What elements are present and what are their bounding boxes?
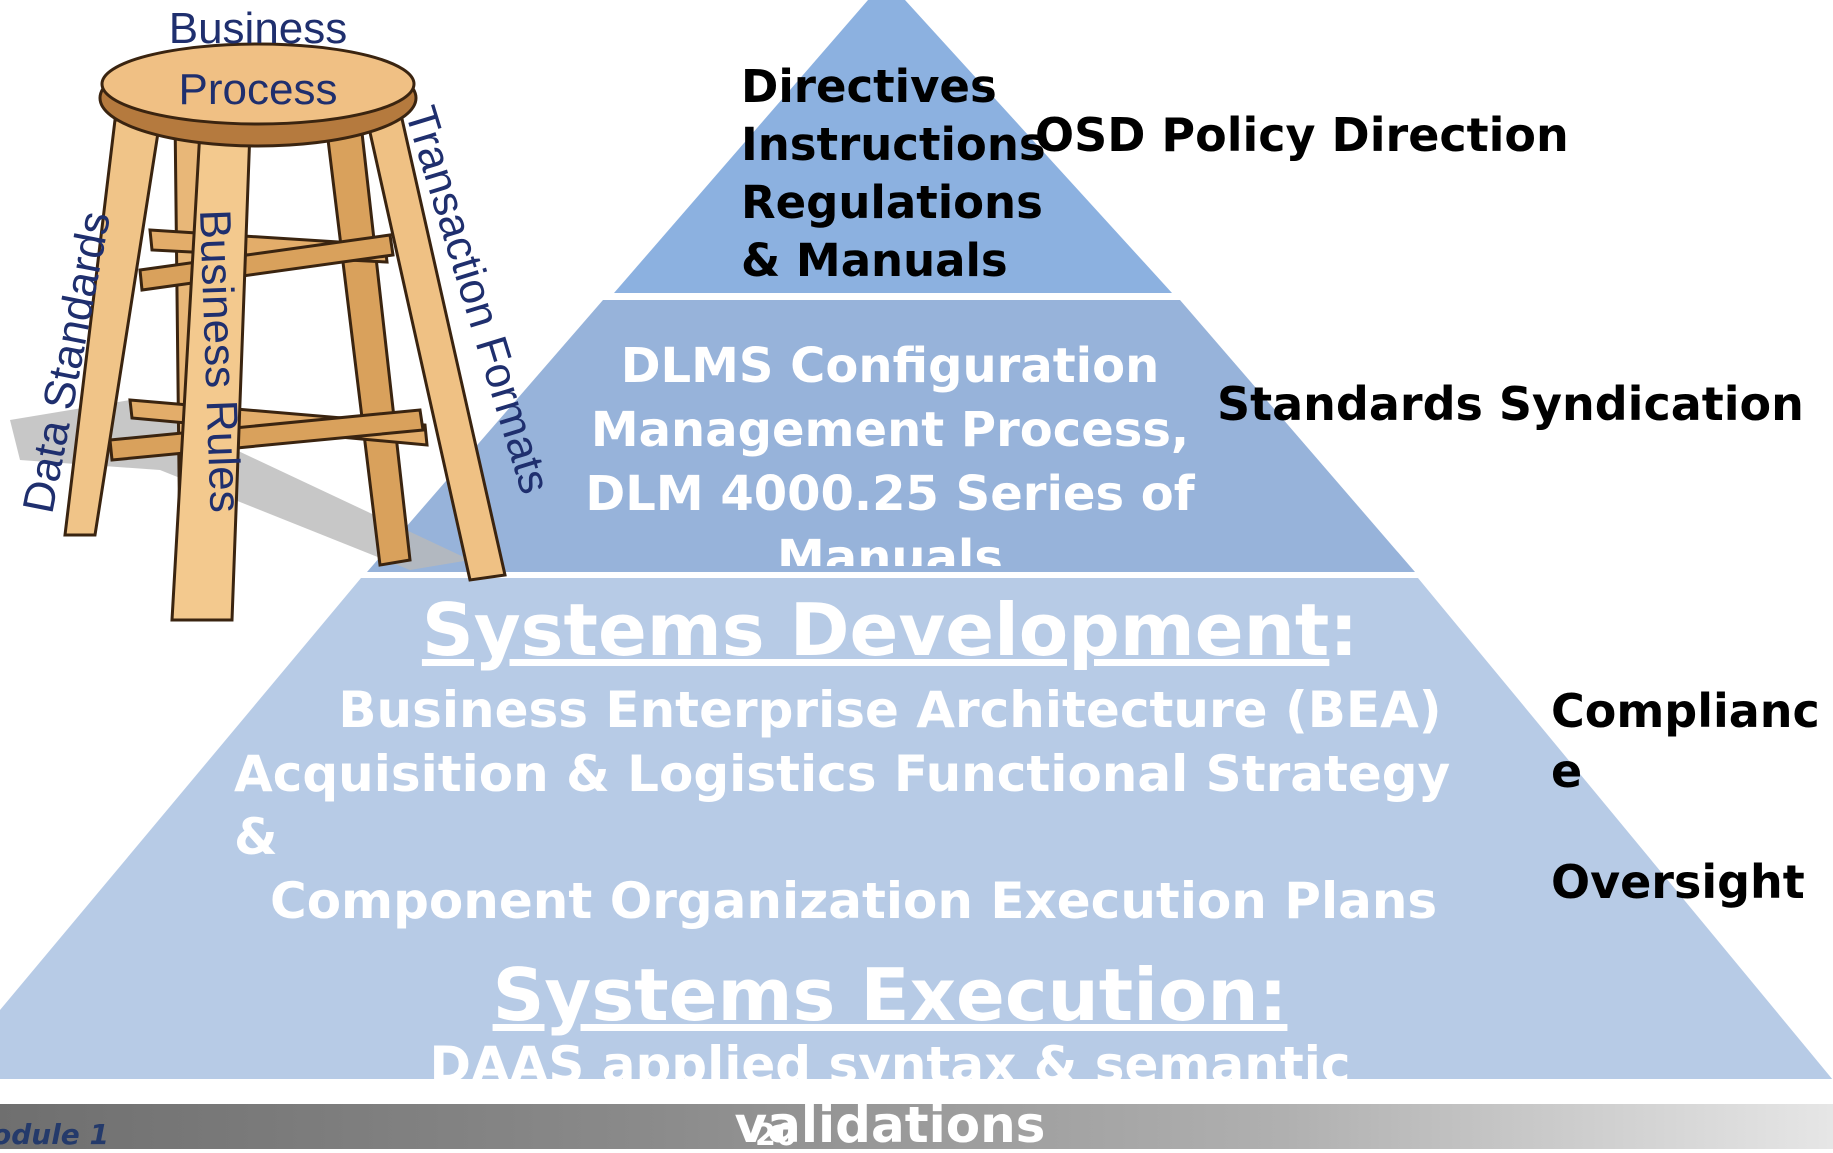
middle-tier-line: DLMS Configuration bbox=[620, 338, 1160, 394]
oversight-label: Oversight bbox=[1551, 855, 1805, 909]
middle-tier-text: DLMS Configuration Management Process, D… bbox=[520, 334, 1260, 566]
osd-policy-direction-label: OSD Policy Direction bbox=[1035, 108, 1569, 162]
execution-line-syntax: DAAS applied syntax & semantic bbox=[429, 1036, 1351, 1089]
compliance-label-line: Complianc bbox=[1551, 684, 1820, 738]
standards-syndication-label: Standards Syndication bbox=[1217, 377, 1804, 431]
top-tier-line: Regulations bbox=[741, 176, 1043, 229]
footer-bar bbox=[0, 1104, 1833, 1149]
development-line-ampersand: & bbox=[234, 808, 278, 866]
pyramid-middle-tier bbox=[367, 300, 1415, 572]
pyramid-bottom-tier bbox=[0, 578, 1833, 1080]
top-tier-line: Directives bbox=[741, 60, 997, 113]
compliance-label: Complianc e bbox=[1551, 681, 1820, 801]
development-line-component: Component Organization Execution Plans bbox=[270, 872, 1438, 930]
systems-development-colon: : bbox=[1329, 588, 1359, 672]
stool-seat-label: Process bbox=[179, 65, 338, 114]
footer-page-number: 20 bbox=[755, 1118, 797, 1153]
stool-top-label: Business bbox=[169, 4, 348, 53]
stool-leg-business-rules-label: Business Rules bbox=[190, 209, 250, 514]
systems-development-heading: Systems Development: bbox=[360, 590, 1420, 670]
pyramid-top-tier bbox=[614, 0, 1172, 293]
middle-tier-line: Management Process, bbox=[590, 402, 1190, 458]
systems-development-title: Systems Development bbox=[421, 588, 1330, 672]
top-tier-line: & Manuals bbox=[741, 234, 1008, 287]
footer-module-label: odule 1 bbox=[0, 1118, 110, 1151]
top-tier-text: Directives Instructions Regulations & Ma… bbox=[741, 58, 1046, 290]
development-line-bea: Business Enterprise Architecture (BEA) bbox=[338, 681, 1442, 739]
middle-tier-line: DLM 4000.25 Series of bbox=[585, 466, 1195, 522]
development-line-strategy: Acquisition & Logistics Functional Strat… bbox=[234, 745, 1451, 803]
top-tier-line: Instructions bbox=[741, 118, 1046, 171]
systems-execution-heading: Systems Execution: bbox=[492, 953, 1288, 1037]
compliance-label-line: e bbox=[1551, 744, 1583, 798]
middle-tier-line: Manuals bbox=[777, 530, 1003, 566]
execution-line-validations: validations bbox=[734, 1096, 1046, 1149]
